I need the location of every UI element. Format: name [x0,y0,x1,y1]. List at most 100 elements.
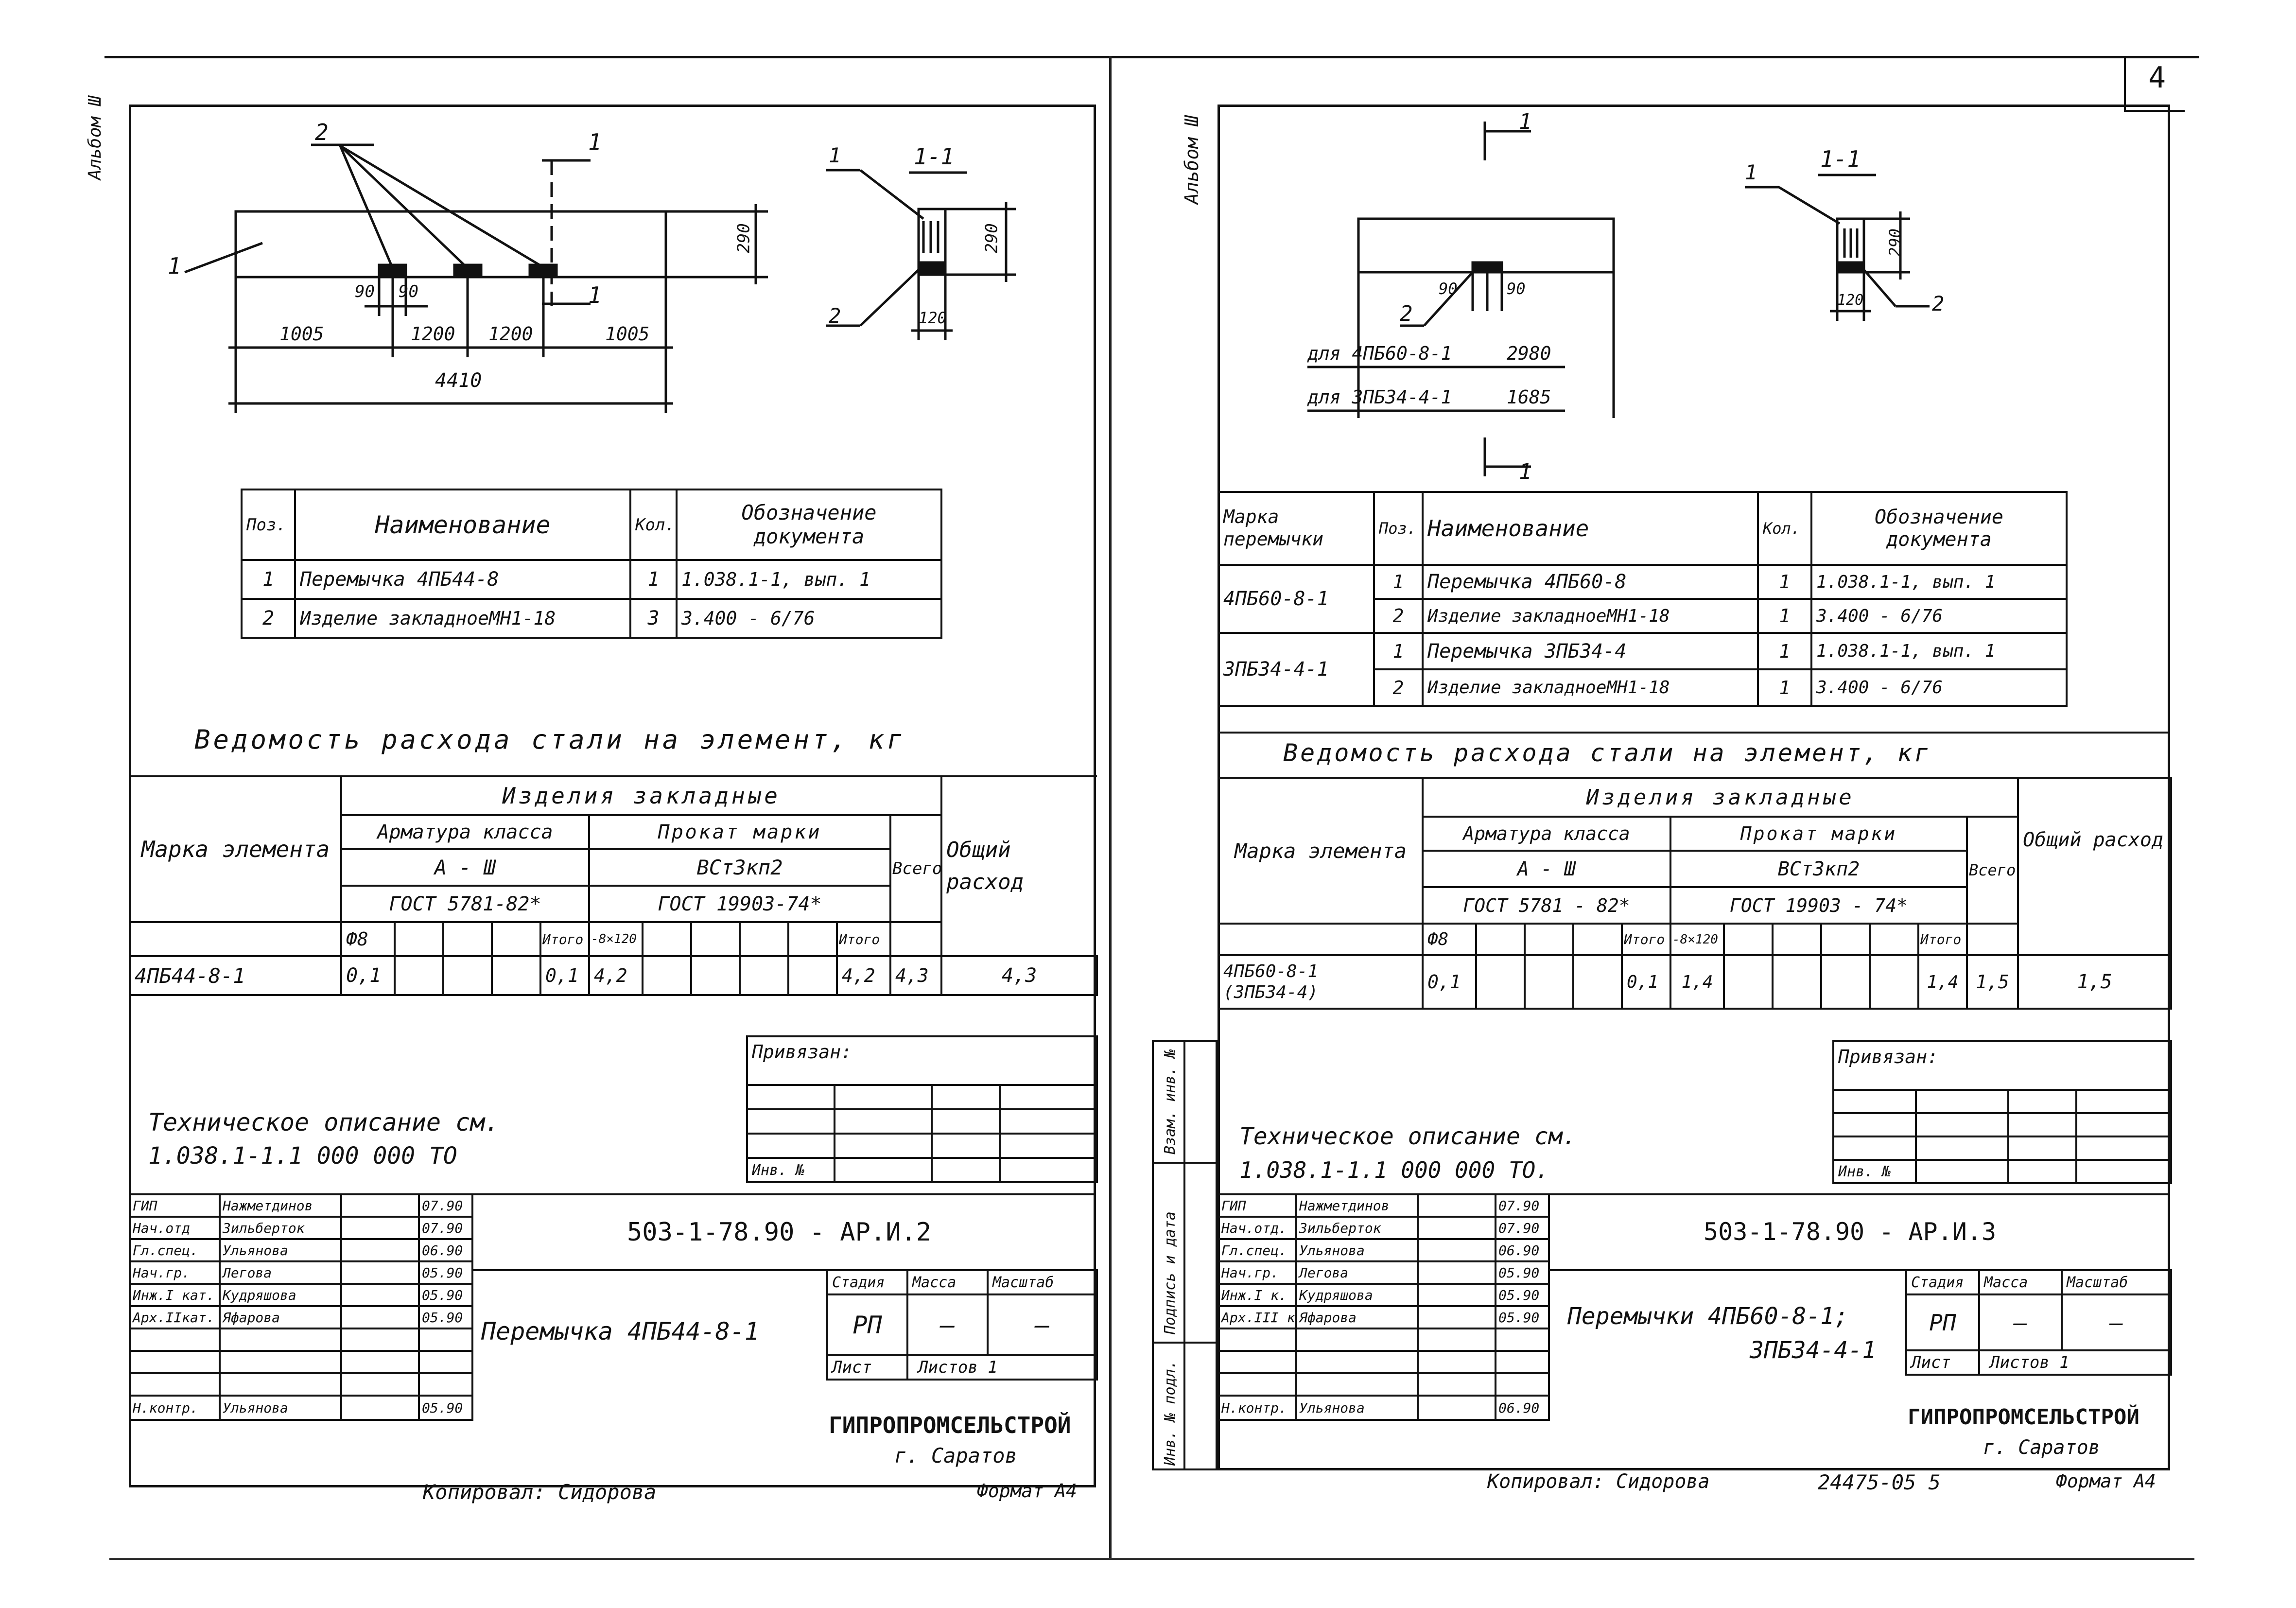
rsteel-embedded-header: Изделия закладные [1421,777,2019,818]
spec-cell: 3 [629,598,678,639]
right-side-strip-div3 [1152,1342,1218,1344]
steel-itogo1-header: Итого [539,921,590,957]
person-cell: Легова [1295,1260,1419,1285]
right-title-code-box [1548,1193,2170,1271]
person-cell [219,1350,342,1374]
person-cell: Зильберток [219,1216,342,1240]
steel-d8-header: Ф8 [340,921,396,957]
signature-row [129,1350,473,1374]
rmass-header: Масса [1978,1269,2063,1295]
spec-cell: 3.400 - 6/76 [676,598,942,639]
left-steel-title: Ведомость расхода стали на элемент, кг [194,724,906,755]
bottom-rule [109,1558,2194,1560]
rsteel-row-itogo2: 1,4 [1917,954,1968,1010]
signature-cell [340,1350,420,1374]
left-callout-1: 1 [168,253,181,279]
left-format: Формат А4 [977,1480,1077,1502]
scale-header: Масштаб [987,1269,1098,1295]
rsteel-prokat-header: Прокат марки [1670,816,1968,852]
steel-class: А - Ш [340,848,590,887]
rsteel-empty [1218,923,1424,956]
date-cell: 05.90 [418,1260,473,1285]
person-cell: Ульянова [219,1238,342,1262]
left-section-mark-bottom: 1 [588,282,602,308]
steel-empty [889,921,943,957]
steel-prokat-header: Прокат марки [588,814,891,850]
rsteel-grade: ВСт3кп2 [1670,850,1968,888]
left-title-code-box [471,1193,1096,1271]
signature-cell [1417,1372,1496,1397]
left-dim-1200b: 1200 [488,323,533,345]
date-cell: 06.90 [418,1238,473,1262]
role-cell [1218,1372,1297,1397]
left-spec-table: Поз. Наименование Кол. Обозначение докум… [241,489,942,639]
rsheets-label: Листов 1 [1978,1349,2172,1376]
steel-mark-header: Марка элемента [129,775,342,923]
right-stage-table: Стадия Масса Масштаб РП — — Лист Листов … [1905,1269,2172,1376]
role-cell: ГИП [129,1193,221,1218]
left-dim-1005a: 1005 [279,323,324,345]
right-doc-number: 24475-05 5 [1818,1470,1941,1494]
right-len1-label: для 4ПБ60-8-1 [1307,343,1452,364]
signature-row [1218,1350,1550,1374]
rmass-value: — [1978,1293,2063,1351]
rsheet-label: Лист [1905,1349,1980,1376]
rsteel-total-header: Всего [1966,816,2019,925]
right-section-mark-bottom: 1 [1519,459,1532,484]
role-cell [1218,1350,1297,1374]
signature-cell [1417,1283,1496,1307]
signature-cell [1417,1328,1496,1352]
left-section-title: 1-1 [914,143,955,170]
signature-row [1218,1328,1550,1352]
date-cell: 05.90 [1495,1305,1550,1329]
right-section-title: 1-1 [1820,146,1861,172]
right-len2-label: для 3ПБ34-4-1 [1307,386,1452,408]
page-number-box [2124,58,2185,112]
right-steel-title-box [1218,732,2170,778]
right-bound-label: Привязан: [1832,1040,2173,1091]
left-section-callout-1: 1 [829,143,841,167]
rspec-header-qty: Кол. [1757,491,1812,566]
left-org: ГИПРОПРОМСЕЛЬСТРОЙ [829,1412,1071,1438]
rscale-value: — [2061,1293,2172,1351]
spec-header-qty: Кол. [629,489,678,561]
signature-cell [1417,1305,1496,1329]
rsteel-empty [1772,954,1822,1010]
person-cell: Кудряшова [219,1283,342,1307]
person-cell: Ульянова [1295,1395,1419,1421]
rsteel-empty [1869,954,1919,1010]
steel-empty [129,921,342,957]
steel-row-d8: 0,1 [340,955,396,996]
left-dim-1005b: 1005 [605,323,650,345]
date-cell [1495,1328,1550,1352]
right-len1: 2980 [1507,343,1551,364]
person-cell: Зильберток [1295,1216,1419,1240]
rsteel-empty [1869,923,1919,956]
left-title-name: Перемычка 4ПБ44-8-1 [481,1317,759,1346]
right-title-code: 503-1-78.90 - АР.И.3 [1704,1218,1997,1246]
rsteel-row-mark: 4ПБ60-8-1 (3ПБ34-4) [1218,954,1424,1010]
left-stage-table: Стадия Масса Масштаб РП — — Лист Листов … [826,1269,1098,1381]
signature-row [1218,1372,1550,1397]
rspec-cell: 3.400 - 6/76 [1810,668,2068,707]
rspec-cell: 1 [1757,598,1812,634]
rsteel-general-header: Общий расход [2017,777,2173,956]
signature-cell [1417,1216,1496,1240]
steel-general-header: Общий расход [940,775,1097,957]
left-dim-290b: 290 [982,223,1002,253]
right-copied: Копировал: Сидорова [1487,1470,1710,1493]
steel-empty [491,955,541,996]
rsteel-row-general: 1,5 [2017,954,2173,1010]
date-cell: 07.90 [1495,1193,1550,1218]
left-section-callout-2: 2 [829,304,841,328]
steel-empty [787,921,838,957]
steel-empty [690,955,741,996]
steel-embedded-header: Изделия закладные [340,775,943,816]
role-cell: Нач.отд [129,1216,221,1240]
page-number: 4 [2148,61,2166,95]
left-section-mark-top: 1 [588,129,602,155]
